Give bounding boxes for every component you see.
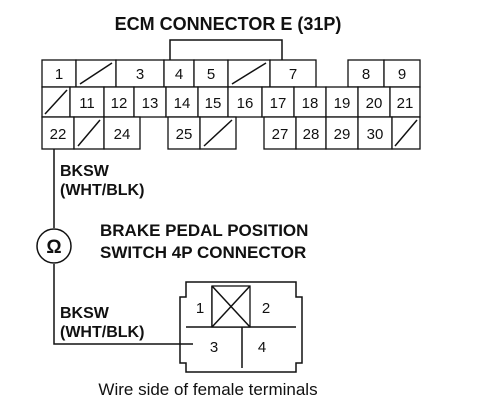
ecm-pin-21 bbox=[389, 86, 421, 118]
switch-connector-title-line2: SWITCH 4P CONNECTOR bbox=[100, 243, 306, 262]
ecm-empty-slash bbox=[44, 89, 68, 115]
ecm-pin-label: 20 bbox=[366, 95, 383, 112]
ecm-pin-label: 5 bbox=[207, 66, 215, 83]
ecm-empty-slash bbox=[231, 62, 267, 85]
ecm-connector: 1 3 4 5 7 8 9 11 12 13 14 15 16 17 18 19… bbox=[41, 59, 421, 150]
ecm-pin-label: 19 bbox=[334, 95, 351, 112]
wire-label-bottom-name: BKSW bbox=[60, 305, 110, 322]
ecm-pin-25 bbox=[167, 116, 201, 150]
ecm-pin-18 bbox=[293, 86, 327, 118]
ecm-pin-label: 3 bbox=[136, 66, 144, 83]
ecm-pin-22 bbox=[41, 116, 75, 150]
ecm-pin-label: 7 bbox=[289, 66, 297, 83]
wire-label-bottom-color: (WHT/BLK) bbox=[60, 324, 144, 341]
ecm-pin-label: 1 bbox=[55, 66, 63, 83]
ecm-pin-15 bbox=[197, 86, 229, 118]
ecm-empty-slash bbox=[77, 119, 101, 147]
ecm-empty-slash bbox=[394, 119, 418, 147]
ecm-pin-label: 30 bbox=[367, 126, 384, 143]
ecm-pin-label: 16 bbox=[237, 95, 254, 112]
ecm-pin-label: 22 bbox=[50, 126, 67, 143]
ecm-pin-label: 24 bbox=[114, 126, 131, 143]
ecm-pin-label: 29 bbox=[334, 126, 351, 143]
switch-connector: 1 2 3 4 bbox=[179, 281, 303, 373]
ecm-pin-label: 8 bbox=[362, 66, 370, 83]
ohm-symbol: Ω bbox=[46, 237, 61, 258]
ecm-pin-17 bbox=[261, 86, 295, 118]
ecm-pin-14 bbox=[165, 86, 199, 118]
ecm-pin-label: 17 bbox=[270, 95, 287, 112]
ecm-pin-label: 25 bbox=[176, 126, 193, 143]
ecm-pin-label: 9 bbox=[398, 66, 406, 83]
ecm-pin-label: 18 bbox=[302, 95, 319, 112]
ecm-locking-tab bbox=[169, 39, 283, 60]
ecm-pin-12 bbox=[103, 86, 135, 118]
ecm-pin-label: 15 bbox=[205, 95, 222, 112]
switch-pin-label: 3 bbox=[210, 339, 218, 356]
ecm-pin-label: 21 bbox=[397, 95, 414, 112]
ecm-pin-label: 14 bbox=[174, 95, 191, 112]
ecm-pin-24 bbox=[103, 116, 141, 150]
ecm-pin-label: 11 bbox=[79, 95, 95, 112]
wire-label-top-name: BKSW bbox=[60, 163, 110, 180]
ecm-pin-28 bbox=[295, 116, 327, 150]
switch-pin-label: 1 bbox=[196, 300, 204, 317]
ecm-pin-7 bbox=[269, 59, 317, 88]
ecm-pin-label: 12 bbox=[111, 95, 128, 112]
bksw-wire-lower bbox=[53, 264, 193, 345]
wire-label-top-color: (WHT/BLK) bbox=[60, 182, 144, 199]
ecm-pin-16 bbox=[227, 86, 263, 118]
ohmmeter-icon bbox=[36, 228, 72, 264]
switch-connector-outline bbox=[179, 281, 303, 373]
ecm-pin-30 bbox=[357, 116, 393, 150]
switch-blank-cross bbox=[211, 285, 251, 328]
ecm-pin-19 bbox=[325, 86, 359, 118]
caption: Wire side of female terminals bbox=[98, 380, 317, 399]
ecm-pin-label: 13 bbox=[142, 95, 159, 112]
switch-pin-label: 2 bbox=[262, 300, 270, 317]
ecm-pin-13 bbox=[133, 86, 167, 118]
ecm-pin-label: 28 bbox=[303, 126, 320, 143]
ecm-pin-label: 27 bbox=[272, 126, 289, 143]
ecm-empty-slash bbox=[79, 62, 113, 85]
ecm-connector-title: ECM CONNECTOR E (31P) bbox=[115, 14, 342, 34]
ecm-pin-29 bbox=[325, 116, 359, 150]
ecm-empty-slash bbox=[203, 119, 233, 147]
switch-pin-label: 4 bbox=[258, 339, 266, 356]
ecm-pin-label: 4 bbox=[175, 66, 183, 83]
switch-connector-title-line1: BRAKE PEDAL POSITION bbox=[100, 221, 308, 240]
